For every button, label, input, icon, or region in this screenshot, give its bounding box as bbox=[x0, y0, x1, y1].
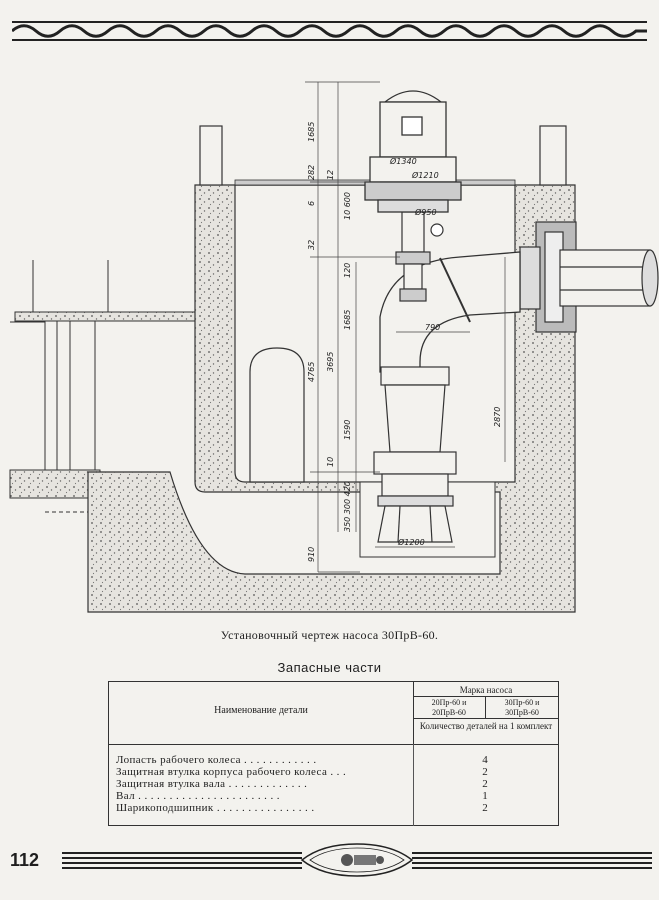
dim-350-300-420: 350 300 420 bbox=[343, 481, 352, 532]
spare-parts-table: Наименование детали Марка насоса 20Пр-60… bbox=[108, 681, 559, 826]
table-title: Запасные части bbox=[277, 660, 382, 675]
row-qty-3: 1 bbox=[482, 790, 488, 802]
row-name-2: Защитная втулка вала . . . . . . . . . .… bbox=[116, 778, 308, 790]
discharge-pipe bbox=[519, 221, 659, 333]
row-name-4: Шарикоподшипник . . . . . . . . . . . . … bbox=[116, 802, 315, 814]
dim-2870: 2870 bbox=[493, 407, 502, 427]
dim-120: 120 bbox=[343, 263, 352, 278]
row-name-0: Лопасть рабочего колеса . . . . . . . . … bbox=[116, 754, 317, 766]
header-col-20pr: 20Пр-60 и 20ПрВ-60 bbox=[431, 698, 467, 717]
dim-32: 32 bbox=[307, 240, 316, 250]
row-qty-4: 2 bbox=[482, 802, 488, 814]
left-column bbox=[199, 125, 223, 186]
dim-1685-top: 1685 bbox=[307, 122, 316, 142]
row-name-3: Вал . . . . . . . . . . . . . . . . . . … bbox=[116, 790, 280, 802]
row-qty-1: 2 bbox=[482, 766, 488, 778]
dim-3695: 3695 bbox=[326, 352, 335, 372]
dim-6: 6 bbox=[307, 201, 316, 206]
dim-12: 12 bbox=[326, 170, 335, 180]
header-count: Количество деталей на 1 комплект bbox=[419, 721, 553, 731]
dim-1200: Ø1200 bbox=[397, 537, 425, 547]
dim-790: 790 bbox=[425, 323, 440, 332]
concrete-pit bbox=[87, 184, 576, 613]
dim-10: 10 bbox=[326, 457, 335, 467]
pump-shaft bbox=[395, 211, 444, 302]
pump-installation-drawing: Ø1340 Ø1210 Ø950 Ø1200 790 1685 282 12 6… bbox=[9, 81, 659, 613]
row-qty-2: 2 bbox=[482, 778, 488, 790]
page-number: 112 bbox=[10, 850, 40, 870]
left-platform bbox=[9, 260, 196, 513]
arched-opening bbox=[249, 347, 305, 483]
top-ornament-border bbox=[12, 21, 647, 41]
row-name-1: Защитная втулка корпуса рабочего колеса … bbox=[116, 766, 347, 778]
electric-motor bbox=[364, 90, 462, 213]
row-qty-0: 4 bbox=[482, 754, 488, 766]
dim-910: 910 bbox=[307, 547, 316, 562]
dim-282: 282 bbox=[307, 165, 316, 180]
dim-950: Ø950 bbox=[414, 207, 437, 217]
right-column bbox=[539, 125, 567, 186]
header-pump-brand: Марка насоса bbox=[459, 685, 513, 695]
dim-10-600: 10 600 bbox=[343, 192, 352, 220]
pump-column bbox=[373, 366, 457, 543]
header-col-30pr: 30Пр-60 и 30ПрВ-60 bbox=[504, 698, 540, 717]
dimension-lines bbox=[305, 81, 506, 573]
dim-1340: Ø1340 bbox=[389, 156, 417, 166]
dim-1210: Ø1210 bbox=[411, 170, 439, 180]
bottom-ornament-border bbox=[62, 843, 652, 877]
dim-4765: 4765 bbox=[307, 362, 316, 382]
pump-elbow bbox=[379, 251, 521, 373]
dim-1590: 1590 bbox=[343, 420, 352, 440]
drawing-caption: Установочный чертеж насоса 30ПрВ-60. bbox=[220, 628, 439, 642]
pump-emblem-icon bbox=[300, 843, 414, 877]
dim-1685-mid: 1685 bbox=[343, 310, 352, 330]
header-part-name: Наименование детали bbox=[214, 705, 308, 716]
